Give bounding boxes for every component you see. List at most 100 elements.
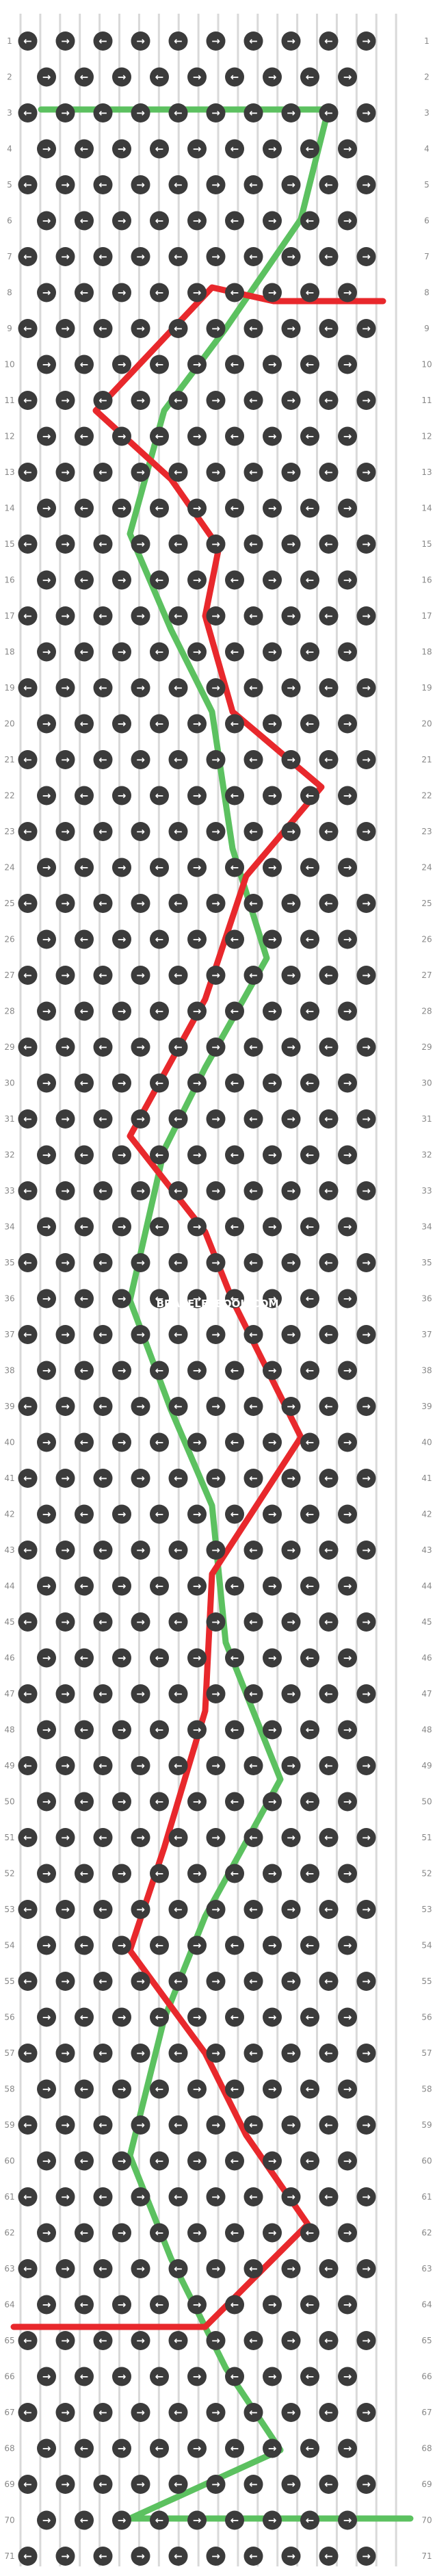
knot-arrow-icon: ← bbox=[174, 1185, 183, 1197]
knot: ← bbox=[225, 1720, 244, 1740]
knot: ← bbox=[168, 1972, 188, 1991]
knot: ← bbox=[150, 1792, 169, 1812]
knot-arrow-icon: ← bbox=[306, 862, 315, 874]
knot: → bbox=[263, 1289, 282, 1309]
knot-arrow-icon: ← bbox=[174, 1616, 183, 1628]
knot-arrow-icon: ← bbox=[23, 394, 32, 407]
knot: → bbox=[206, 678, 226, 697]
knot-arrow-icon: → bbox=[118, 2443, 127, 2455]
row-label: 58 bbox=[421, 2085, 432, 2094]
knot-arrow-icon: → bbox=[287, 1544, 295, 1556]
knot-arrow-icon: ← bbox=[324, 322, 333, 335]
knot: → bbox=[206, 534, 226, 554]
knot-arrow-icon: → bbox=[193, 430, 202, 443]
knot-arrow-icon: ← bbox=[155, 2299, 164, 2311]
knot-arrow-icon: → bbox=[362, 2263, 371, 2275]
row-label: 4 bbox=[7, 144, 12, 154]
knot-arrow-icon: ← bbox=[80, 1293, 89, 1305]
knot: ← bbox=[300, 1073, 319, 1093]
knot: → bbox=[263, 1217, 282, 1237]
knot: → bbox=[131, 31, 150, 51]
knot-arrow-icon: → bbox=[211, 1544, 220, 1556]
knot-arrow-icon: ← bbox=[230, 2514, 239, 2527]
knot-arrow-icon: ← bbox=[174, 1760, 183, 1772]
knot: → bbox=[55, 1900, 75, 1919]
knot: → bbox=[131, 1900, 150, 1919]
knot: ← bbox=[225, 2151, 244, 2171]
knot-arrow-icon: → bbox=[362, 322, 371, 335]
knot: → bbox=[55, 750, 75, 769]
row-label: 34 bbox=[421, 1222, 432, 1232]
knot-arrow-icon: ← bbox=[249, 1257, 258, 1269]
knot: ← bbox=[300, 67, 319, 87]
knot: → bbox=[281, 1397, 301, 1416]
knot-arrow-icon: ← bbox=[98, 1472, 107, 1484]
knot-arrow-icon: → bbox=[193, 1077, 202, 1090]
knot: → bbox=[55, 1109, 75, 1129]
knot: ← bbox=[168, 2115, 188, 2135]
knot-arrow-icon: ← bbox=[174, 1328, 183, 1341]
row-label: 37 bbox=[421, 1330, 432, 1339]
knot-arrow-icon: ← bbox=[174, 179, 183, 191]
knot: ← bbox=[75, 1504, 94, 1524]
knot-arrow-icon: ← bbox=[23, 2191, 32, 2203]
knot-arrow-icon: → bbox=[118, 1005, 127, 1018]
knot-arrow-icon: → bbox=[118, 287, 127, 299]
knot-arrow-icon: ← bbox=[230, 1868, 239, 1880]
knot: → bbox=[206, 1397, 226, 1416]
row-label: 53 bbox=[421, 1905, 432, 1914]
knot-arrow-icon: ← bbox=[174, 825, 183, 838]
knot: → bbox=[338, 1935, 357, 1955]
knot: ← bbox=[225, 1217, 244, 1237]
knot: ← bbox=[75, 283, 94, 302]
knot-arrow-icon: → bbox=[287, 897, 295, 910]
knot: ← bbox=[319, 2115, 339, 2135]
knot: ← bbox=[18, 1612, 38, 1632]
knot: → bbox=[37, 1145, 56, 1165]
knot: ← bbox=[75, 2007, 94, 2027]
knot-arrow-icon: ← bbox=[324, 2047, 333, 2059]
row-label: 31 bbox=[421, 1114, 432, 1124]
knot: → bbox=[131, 534, 150, 554]
knot-arrow-icon: ← bbox=[80, 790, 89, 802]
row-label: 61 bbox=[421, 2192, 432, 2202]
knot: → bbox=[187, 283, 207, 302]
knot-arrow-icon: → bbox=[287, 1257, 295, 1269]
knot: → bbox=[187, 2223, 207, 2243]
knot: → bbox=[206, 1828, 226, 1847]
row-label: 63 bbox=[421, 2264, 432, 2274]
knot: → bbox=[338, 139, 357, 159]
knot: ← bbox=[319, 1397, 339, 1416]
knot-arrow-icon: ← bbox=[249, 35, 258, 47]
row-label: 20 bbox=[4, 719, 14, 729]
knot-arrow-icon: → bbox=[118, 215, 127, 227]
knot-arrow-icon: ← bbox=[324, 1544, 333, 1556]
knot: → bbox=[206, 175, 226, 194]
knot: ← bbox=[168, 606, 188, 626]
knot: → bbox=[356, 2044, 376, 2063]
knot: → bbox=[356, 1181, 376, 1200]
knot: ← bbox=[300, 1432, 319, 1452]
knot: ← bbox=[75, 139, 94, 159]
knot-arrow-icon: → bbox=[211, 2047, 220, 2059]
knot: → bbox=[263, 1792, 282, 1812]
knot-arrow-icon: → bbox=[211, 682, 220, 694]
knot: ← bbox=[168, 1469, 188, 1488]
knot-arrow-icon: → bbox=[268, 718, 277, 730]
row-label: 55 bbox=[421, 1976, 432, 1986]
knot: ← bbox=[168, 2259, 188, 2278]
knot-arrow-icon: → bbox=[211, 1472, 220, 1484]
knot: → bbox=[37, 1361, 56, 1380]
knot-arrow-icon: ← bbox=[80, 862, 89, 874]
knot: ← bbox=[18, 1253, 38, 1272]
knot: ← bbox=[93, 103, 113, 123]
knot: → bbox=[206, 1684, 226, 1703]
knot-arrow-icon: → bbox=[287, 1616, 295, 1628]
knot: ← bbox=[225, 283, 244, 302]
knot: → bbox=[131, 2403, 150, 2422]
knot-arrow-icon: → bbox=[42, 1796, 51, 1808]
knot-arrow-icon: ← bbox=[324, 2119, 333, 2131]
knot-arrow-icon: → bbox=[211, 322, 220, 335]
knot-arrow-icon: ← bbox=[23, 897, 32, 910]
knot-arrow-icon: → bbox=[42, 1724, 51, 1736]
